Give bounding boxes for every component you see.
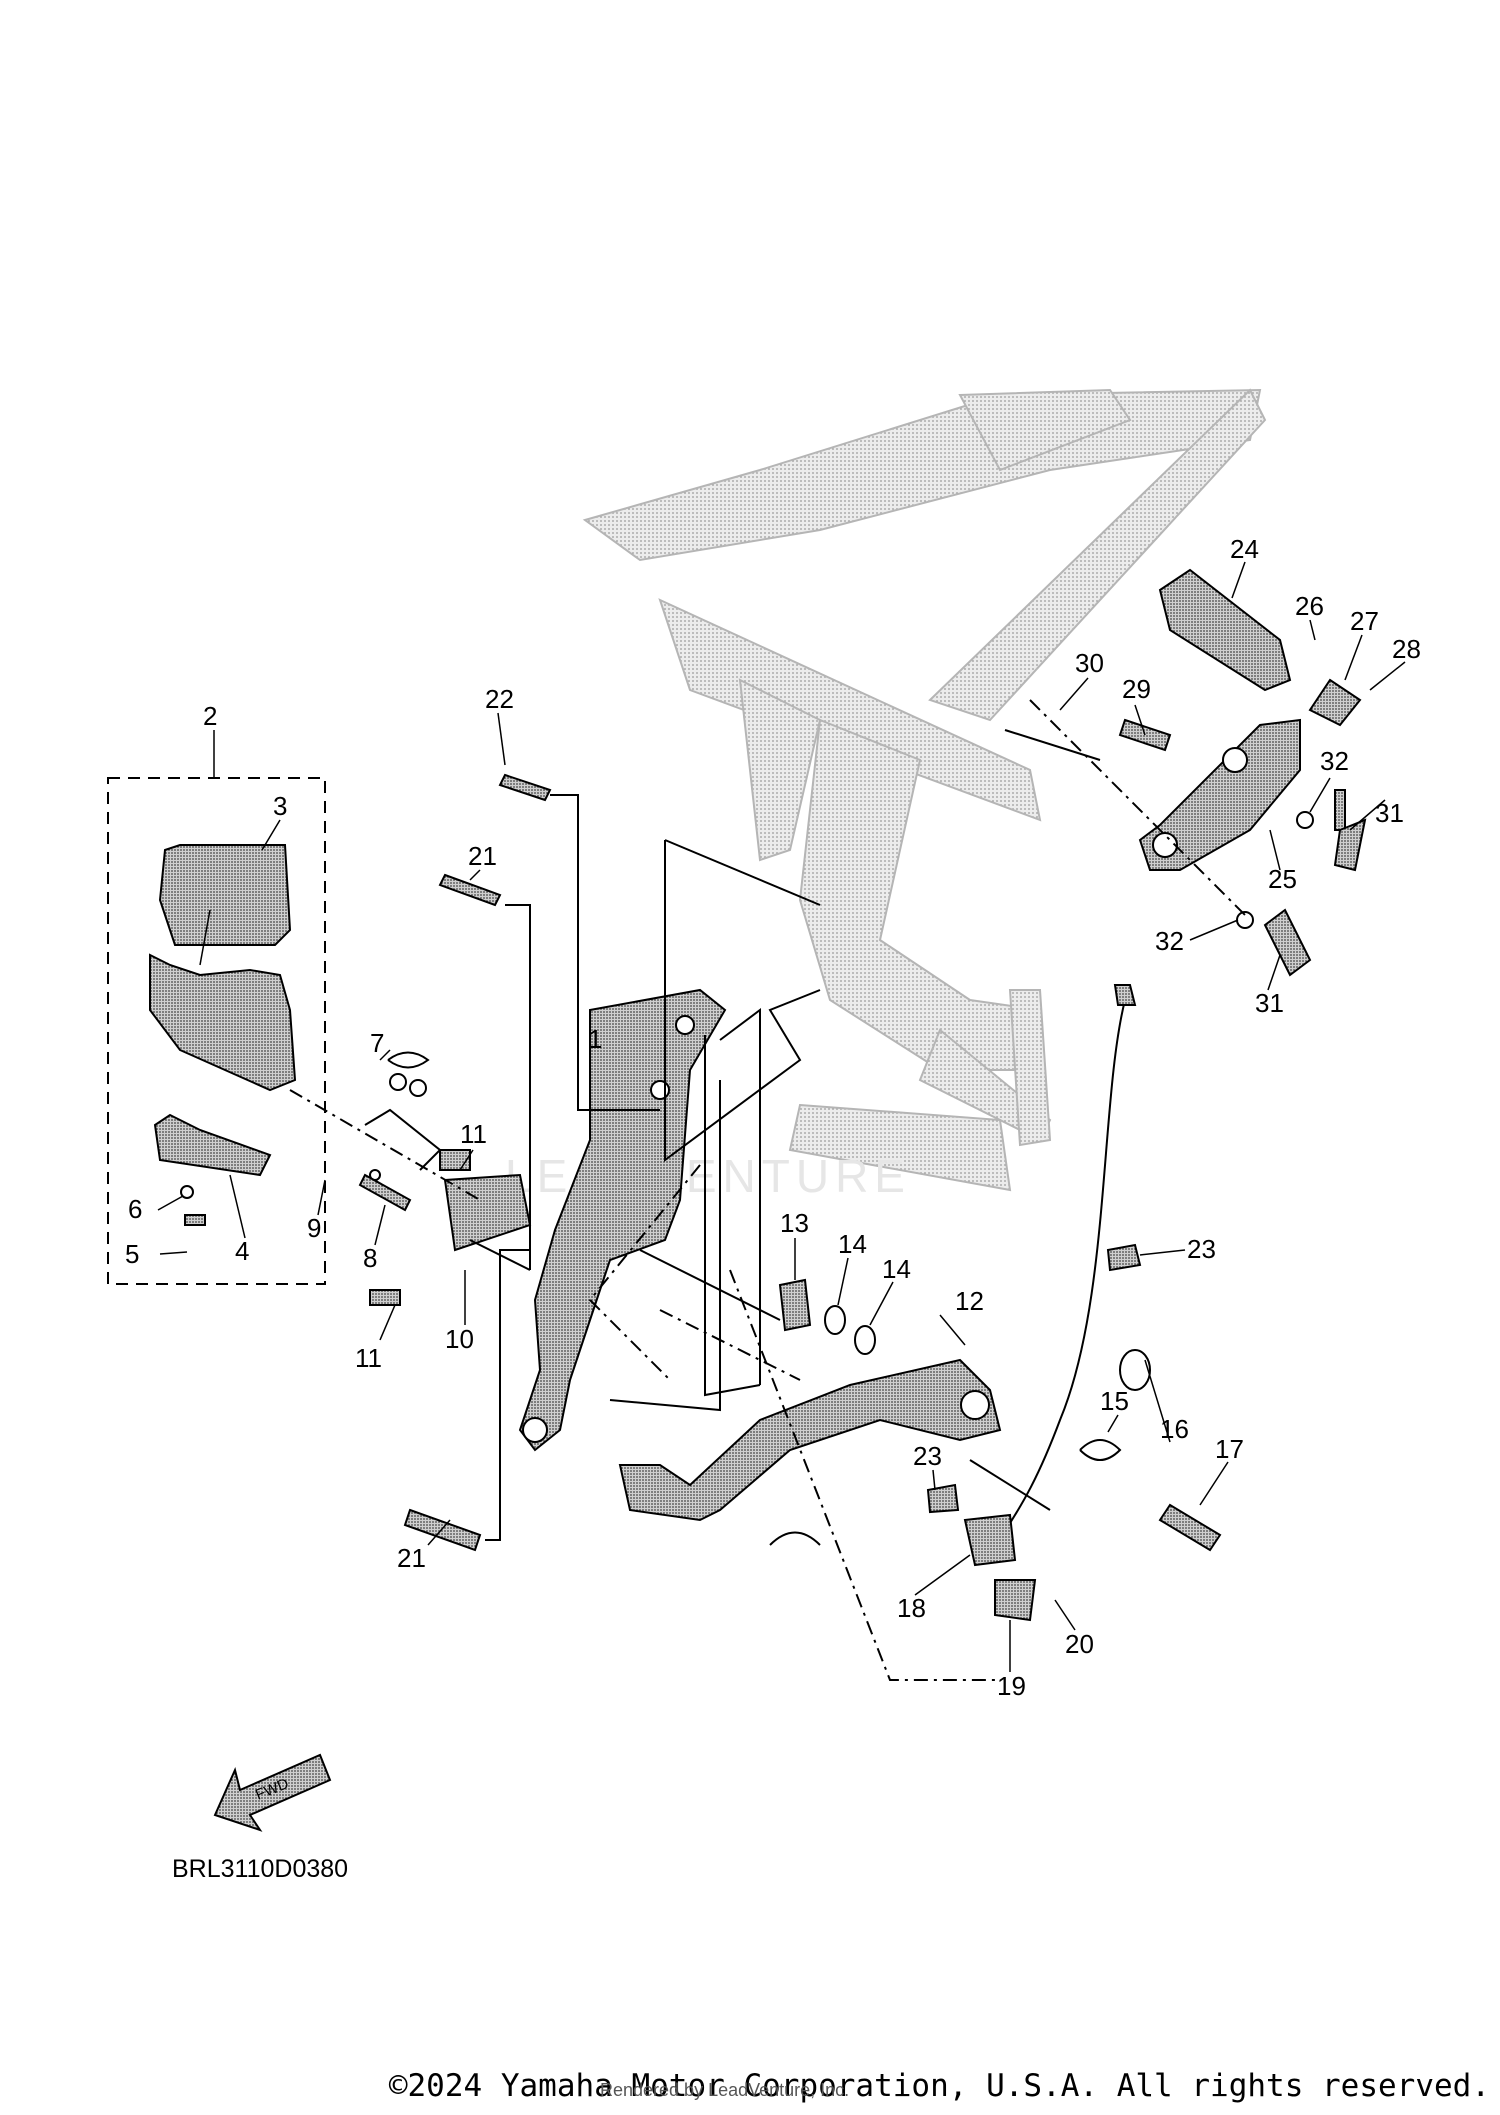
callout-8: 8 (363, 1243, 377, 1273)
callout-15: 15 (1100, 1386, 1129, 1416)
callout-3: 3 (273, 791, 287, 821)
callout-11-top: 11 (460, 1119, 487, 1149)
callout-21-top: 21 (468, 841, 497, 871)
callout-2: 2 (203, 701, 217, 731)
callout-32-bottom: 32 (1155, 926, 1184, 956)
callout-14-left: 14 (838, 1229, 867, 1259)
callout-13: 13 (780, 1208, 809, 1238)
callout-19: 19 (997, 1671, 1026, 1701)
callout-labels: 1 2 3 4 5 6 7 8 9 10 11 11 12 13 14 14 1… (125, 534, 1421, 1701)
rear-footpeg-24-25 (1118, 568, 1367, 977)
callout-14-right: 14 (882, 1254, 911, 1284)
illustration-code: BRL3110D0380 (172, 1855, 349, 1883)
render-credit: Rendered by LeadVenture, Inc. (600, 2080, 850, 2100)
callout-17: 17 (1215, 1434, 1244, 1464)
pivot-hardware-right (403, 773, 1222, 1552)
callout-21-bottom: 21 (397, 1543, 426, 1573)
callout-6: 6 (128, 1194, 142, 1224)
callout-22: 22 (485, 684, 514, 714)
callout-16: 16 (1160, 1414, 1189, 1444)
callout-30: 30 (1075, 648, 1104, 678)
brake-pedal-12 (618, 1358, 1002, 1546)
callout-23-right: 23 (1187, 1234, 1216, 1264)
callout-9: 9 (307, 1213, 321, 1243)
motorcycle-frame (582, 388, 1267, 1192)
brake-switch-cable (926, 984, 1142, 1622)
copyright-notice: ©2024 Yamaha Motor Corporation, U.S.A. A… (388, 2068, 1490, 2104)
callout-25: 25 (1268, 864, 1297, 894)
callout-20: 20 (1065, 1629, 1094, 1659)
callout-1: 1 (588, 1024, 602, 1054)
callout-31-bottom: 31 (1255, 988, 1284, 1018)
assembly-2-box (107, 777, 326, 1285)
callout-12: 12 (955, 1286, 984, 1316)
label-leaders (157, 561, 1406, 1672)
callout-32-top: 32 (1320, 746, 1349, 776)
callout-5: 5 (125, 1239, 139, 1269)
watermark-text: LEADVENTURE (505, 1150, 911, 1202)
callout-24: 24 (1230, 534, 1259, 564)
callout-28: 28 (1392, 634, 1421, 664)
callout-18: 18 (897, 1593, 926, 1623)
pivot-hardware (358, 1051, 532, 1306)
callout-7: 7 (370, 1028, 384, 1058)
callout-4: 4 (235, 1236, 249, 1266)
callout-27: 27 (1350, 606, 1379, 636)
callout-11-bottom: 11 (355, 1343, 382, 1373)
callout-31-top: 31 (1375, 798, 1404, 828)
footrest-assembly (149, 844, 297, 1226)
fwd-arrow-icon: FWD (213, 1753, 332, 1832)
callout-23-left: 23 (913, 1441, 942, 1471)
reference-lines (289, 699, 1246, 1681)
callout-10: 10 (445, 1324, 474, 1354)
callout-29: 29 (1122, 674, 1151, 704)
bracket-1 (518, 988, 727, 1452)
callout-26: 26 (1295, 591, 1324, 621)
